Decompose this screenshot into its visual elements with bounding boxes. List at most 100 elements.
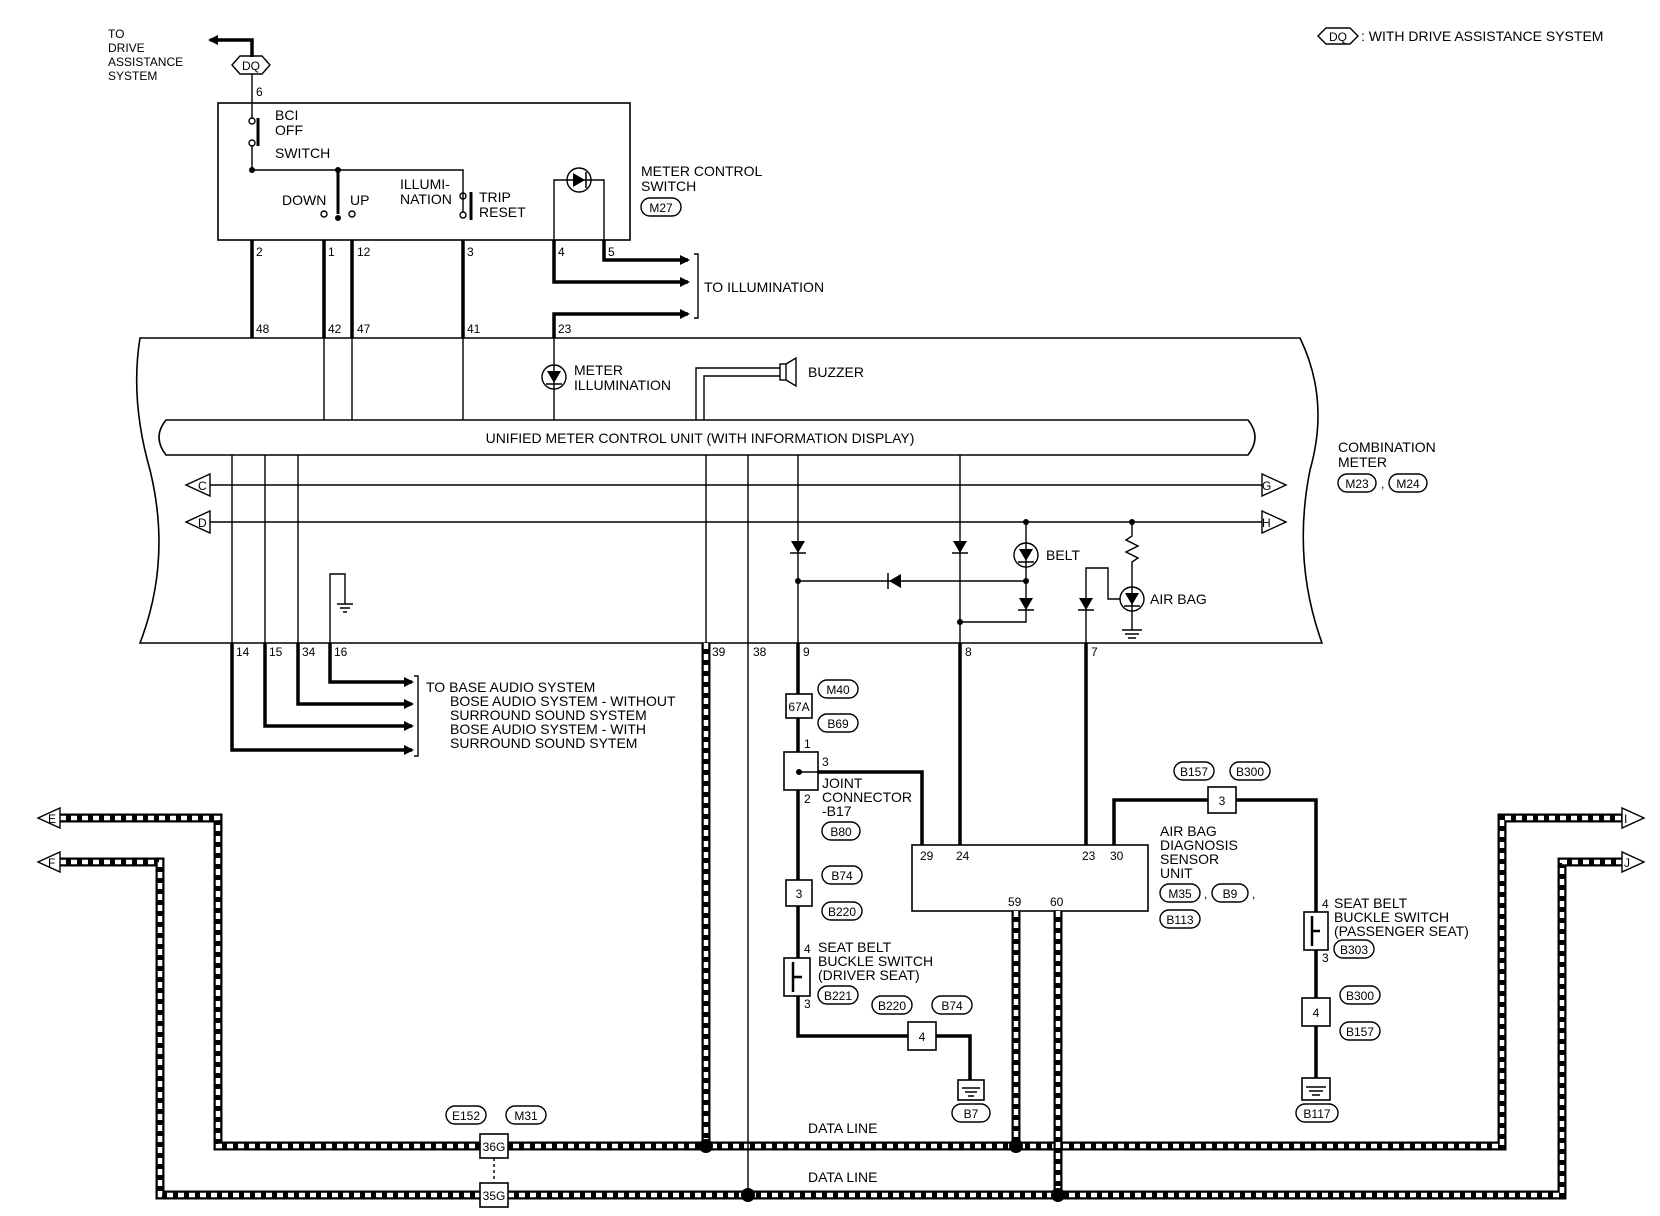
b9-tag bbox=[1211, 883, 1249, 903]
b113-label: B113 bbox=[1166, 913, 1193, 927]
ab-name-4: UNIT bbox=[1160, 865, 1193, 881]
arrow-j-icon bbox=[1621, 850, 1646, 874]
wire-joint-29 bbox=[818, 770, 924, 845]
pin-sw-2: 2 bbox=[256, 245, 263, 259]
buzzer-horn-icon bbox=[785, 356, 797, 388]
ab-name-2: DIAGNOSIS bbox=[1160, 837, 1238, 853]
arrow-g-label: G bbox=[1262, 479, 1271, 493]
airbag-sensor-unit: 29 24 23 30 59 60 AIR BAG DIAGNOSIS SENS… bbox=[911, 823, 1255, 929]
airbag-unit-box bbox=[911, 844, 1149, 912]
pin-7: 7 bbox=[1091, 645, 1098, 659]
ab-pin-23: 23 bbox=[1082, 849, 1096, 863]
comma-sep: , bbox=[1381, 477, 1384, 491]
illumi-line-2: NATION bbox=[400, 191, 452, 207]
m31-label: M31 bbox=[514, 1109, 538, 1123]
m27-label: M27 bbox=[649, 201, 673, 215]
airbag-lamp-arrow bbox=[1125, 593, 1139, 605]
b7-label: B7 bbox=[964, 1107, 979, 1121]
audio-brace bbox=[414, 675, 419, 757]
wire-audio-34 bbox=[296, 643, 414, 709]
comma-sep-3: , bbox=[1252, 887, 1255, 901]
b303-tag bbox=[1333, 939, 1375, 959]
pin-14: 14 bbox=[236, 645, 250, 659]
b220a-tag bbox=[821, 901, 863, 921]
junction-data-60 bbox=[1051, 1188, 1065, 1202]
meter-illum-led-arrow bbox=[547, 371, 561, 383]
psb-line-1: SEAT BELT bbox=[1334, 895, 1408, 911]
b74a-label: B74 bbox=[831, 869, 853, 883]
meter-control-switch: METER CONTROL SWITCH M27 BCI OFF SWITCH … bbox=[217, 74, 763, 259]
pin-34: 34 bbox=[302, 645, 316, 659]
pin-sw-4: 4 bbox=[558, 245, 565, 259]
pin-sw-12: 12 bbox=[357, 245, 371, 259]
jp-3: 3 bbox=[822, 755, 829, 769]
belt-diode-icon bbox=[889, 574, 901, 588]
b80-label: B80 bbox=[830, 825, 852, 839]
b300b-label: B300 bbox=[1346, 989, 1374, 1003]
m35-label: M35 bbox=[1168, 887, 1192, 901]
legend-tag-icon bbox=[1317, 27, 1359, 45]
b303-label: B303 bbox=[1340, 943, 1368, 957]
wire-illum-23 bbox=[552, 309, 690, 338]
jp-2: 2 bbox=[804, 792, 811, 806]
trip-line-1: TRIP bbox=[479, 189, 511, 205]
trip-contact-2 bbox=[459, 211, 467, 219]
ground-b117-box bbox=[1301, 1077, 1331, 1101]
arrow-c-label: C bbox=[198, 479, 207, 493]
connector-4b-label: 4 bbox=[1313, 1006, 1320, 1020]
unified-control-unit-label: UNIFIED METER CONTROL UNIT (WITH INFORMA… bbox=[486, 430, 915, 446]
audio-outputs: TO BASE AUDIO SYSTEM BOSE AUDIO SYSTEM -… bbox=[230, 643, 676, 757]
wire-3-to-psb bbox=[1236, 798, 1318, 912]
b300a-tag bbox=[1229, 761, 1271, 781]
b74b-label: B74 bbox=[941, 999, 963, 1013]
b221-label: B221 bbox=[824, 989, 852, 1003]
belt-diode-2-icon bbox=[1019, 598, 1033, 610]
airbag-label: AIR BAG bbox=[1150, 591, 1207, 607]
b80-tag bbox=[821, 821, 861, 841]
dest-arrow-wire bbox=[208, 35, 254, 57]
b300b-tag bbox=[1339, 985, 1381, 1005]
wire-illum-4 bbox=[552, 240, 690, 287]
unified-control-unit bbox=[158, 419, 1256, 456]
b220a-label: B220 bbox=[828, 905, 856, 919]
pin16-internal-line bbox=[329, 573, 346, 643]
diode-8-icon bbox=[953, 541, 967, 553]
jp-1: 1 bbox=[804, 737, 811, 751]
arrow-f-icon bbox=[36, 850, 61, 874]
b157b-label: B157 bbox=[1346, 1025, 1374, 1039]
arrow-i-label: I bbox=[1624, 812, 1627, 826]
ab-pin-60: 60 bbox=[1050, 895, 1064, 909]
airbag-resistor-line bbox=[1124, 522, 1140, 630]
connector-36g-label: 36G bbox=[483, 1140, 506, 1154]
bci-line-3: SWITCH bbox=[275, 145, 330, 161]
connector-3 bbox=[785, 879, 813, 907]
wire-audio-14 bbox=[230, 643, 414, 755]
m31-tag bbox=[505, 1105, 547, 1125]
dsb-line-3: (DRIVER SEAT) bbox=[818, 967, 920, 983]
connector-3-label: 3 bbox=[796, 887, 803, 901]
driver-belt-switch-icon bbox=[791, 962, 802, 992]
dest-line-4: SYSTEM bbox=[108, 69, 157, 83]
e152-tag bbox=[445, 1105, 487, 1125]
data-internal-lines bbox=[705, 455, 749, 643]
pin-42: 42 bbox=[328, 322, 342, 336]
pin-47: 47 bbox=[357, 322, 371, 336]
ab-pin-29: 29 bbox=[920, 849, 934, 863]
diode-9-icon bbox=[791, 541, 805, 553]
internal-ground-icon bbox=[337, 603, 353, 613]
ab-pin-30: 30 bbox=[1110, 849, 1124, 863]
trip-line-2: RESET bbox=[479, 204, 526, 220]
driver-belt-chain: 67A M40 B69 1 3 2 JOINT CONNECTOR -B17 B… bbox=[783, 643, 991, 1123]
connector-35g-label: 35G bbox=[483, 1189, 506, 1203]
pin-8: 8 bbox=[965, 645, 972, 659]
arrow-i-icon bbox=[1621, 806, 1646, 830]
legend: DQ : WITH DRIVE ASSISTANCE SYSTEM bbox=[1317, 27, 1603, 45]
ground-b117-icon bbox=[1306, 1086, 1326, 1096]
up-contact bbox=[348, 210, 356, 218]
ab-name-3: SENSOR bbox=[1160, 851, 1219, 867]
bci-line-2: OFF bbox=[275, 122, 303, 138]
bci-line-1: BCI bbox=[275, 107, 298, 123]
diode-7-icon bbox=[1079, 598, 1093, 610]
pin-sw-3: 3 bbox=[467, 245, 474, 259]
